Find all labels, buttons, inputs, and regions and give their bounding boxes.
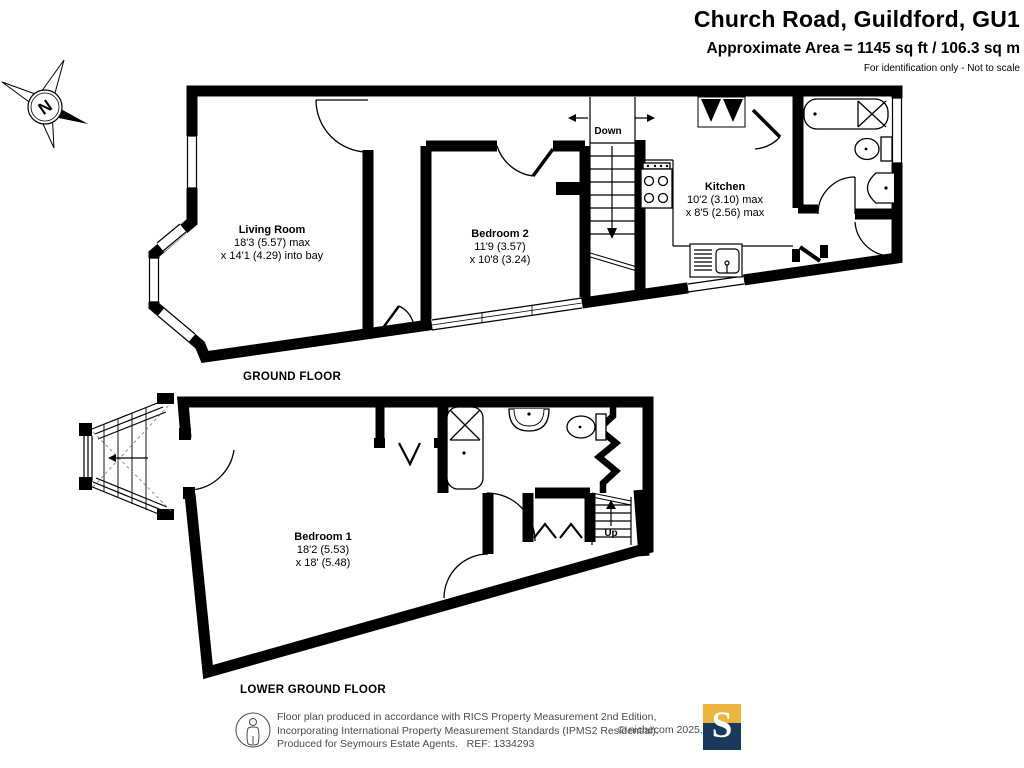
footer-disclaimer: Floor plan produced in accordance with R… [277,711,659,752]
kitchen-dim1: 10'2 (3.10) max [686,194,764,206]
footer-line1: Floor plan produced in accordance with R… [277,711,657,723]
gf-kitchen-window [687,274,745,294]
gf-kitchen-counter [641,159,793,247]
gf-door-bedroom2 [496,145,555,178]
page-title: Church Road, Guildford, GU1 [693,6,1020,32]
bedroom-2-dim2: x 10'8 (3.24) [469,254,531,266]
lgf-wardrobe-stub-right [434,438,445,448]
gf-kitchen-cupboard-doors [697,96,782,150]
gf-bedroom2-window-band [431,297,583,331]
gf-bay-windows [147,222,197,343]
room-label-bedroom-2: Bedroom 2 11'9 (3.57) x 10'8 (3.24) [420,228,580,267]
compass-rose: N [1,59,88,149]
bedroom-1-dim1: 18'2 (5.53) [296,544,350,556]
room-label-living-room: Living Room 18'3 (5.57) max x 14'1 (4.29… [192,224,352,263]
lgf-porch-arrow [108,454,148,462]
kitchen-name: Kitchen [704,181,746,193]
bedroom-1-name: Bedroom 1 [294,531,352,543]
lgf-stairs-up-arrowhead [606,500,616,509]
lower-ground-floor-label: LOWER GROUND FLOOR [240,684,386,696]
gf-bathtub [803,98,889,130]
lgf-wardrobe-bifold-door [398,442,421,467]
lgf-toilet [566,413,607,441]
gf-stairs-down-arrowhead [607,228,617,239]
ground-floor-label: GROUND FLOOR [243,371,342,383]
lgf-porch-diagonals [92,403,173,513]
lgf-porch-door-stub-bottom [183,487,195,499]
lgf-bathtub [446,406,484,490]
gf-door-rear [854,221,889,257]
lgf-door-bathroom [486,492,536,542]
gf-bathroom-window [890,97,904,164]
lgf-porch-door-arc [190,449,235,491]
gf-door-hall [376,305,415,337]
lgf-porch-door-stub-top [179,428,191,440]
bedroom-2-name: Bedroom 2 [471,228,529,240]
lgf-zigzag-wall [593,402,622,493]
bedroom-2-dim1: 11'9 (3.57) [474,241,526,253]
logo-letter: S [711,705,733,746]
stairs-up-label: Up [604,528,618,539]
gf-staircase [568,97,655,272]
approximate-area: Approximate Area = 1145 sq ft / 106.3 sq… [706,40,1020,57]
logo-top-band [703,704,741,723]
room-label-kitchen: Kitchen 10'2 (3.10) max x 8'5 (2.56) max [645,181,805,220]
living-room-dim2: x 14'1 (4.29) into bay [220,250,324,262]
lgf-wardrobe-stub-left [374,438,385,448]
gf-kitchen-sink [689,243,743,278]
living-room-dim1: 18'3 (5.57) max [233,237,311,249]
gf-interior-walls [362,91,897,334]
lgf-basin [508,408,550,432]
gf-door-hall-cupboard [792,245,828,263]
lgf-door-rear-hall [443,553,489,599]
gf-stove [640,162,673,209]
gf-door-bathroom [817,176,856,215]
copyright-notice: © nichecom 2025. [618,724,703,736]
gf-wall-recess [556,182,585,195]
gf-basin [866,172,894,204]
lgf-porch [79,393,235,520]
seymours-logo: S [703,704,741,750]
stairs-down-label: Down [594,126,622,137]
lgf-closet-bifold-doors [533,522,583,539]
lower-ground-floor-plan [79,393,654,680]
room-label-bedroom-1: Bedroom 1 18'2 (5.53) x 18' (5.48) [243,531,403,570]
bedroom-1-dim2: x 18' (5.48) [295,557,351,569]
gf-door-living-room [315,99,369,153]
person-icon [235,712,271,748]
footer-line3: Produced for Seymours Estate Agents. REF… [277,738,535,750]
footer-line2: Incorporating International Property Mea… [277,724,659,737]
lgf-outer-walls [177,396,654,680]
disclaimer: For identification only - Not to scale [863,63,1020,74]
ground-floor-plan [147,85,904,364]
logo-bottom-band [703,723,741,750]
compass-arms [1,59,65,149]
living-room-name: Living Room [238,224,306,236]
lgf-staircase [591,492,632,545]
gf-toilet [854,136,893,162]
gf-window-left [185,135,199,189]
kitchen-dim2: x 8'5 (2.56) max [685,207,765,219]
